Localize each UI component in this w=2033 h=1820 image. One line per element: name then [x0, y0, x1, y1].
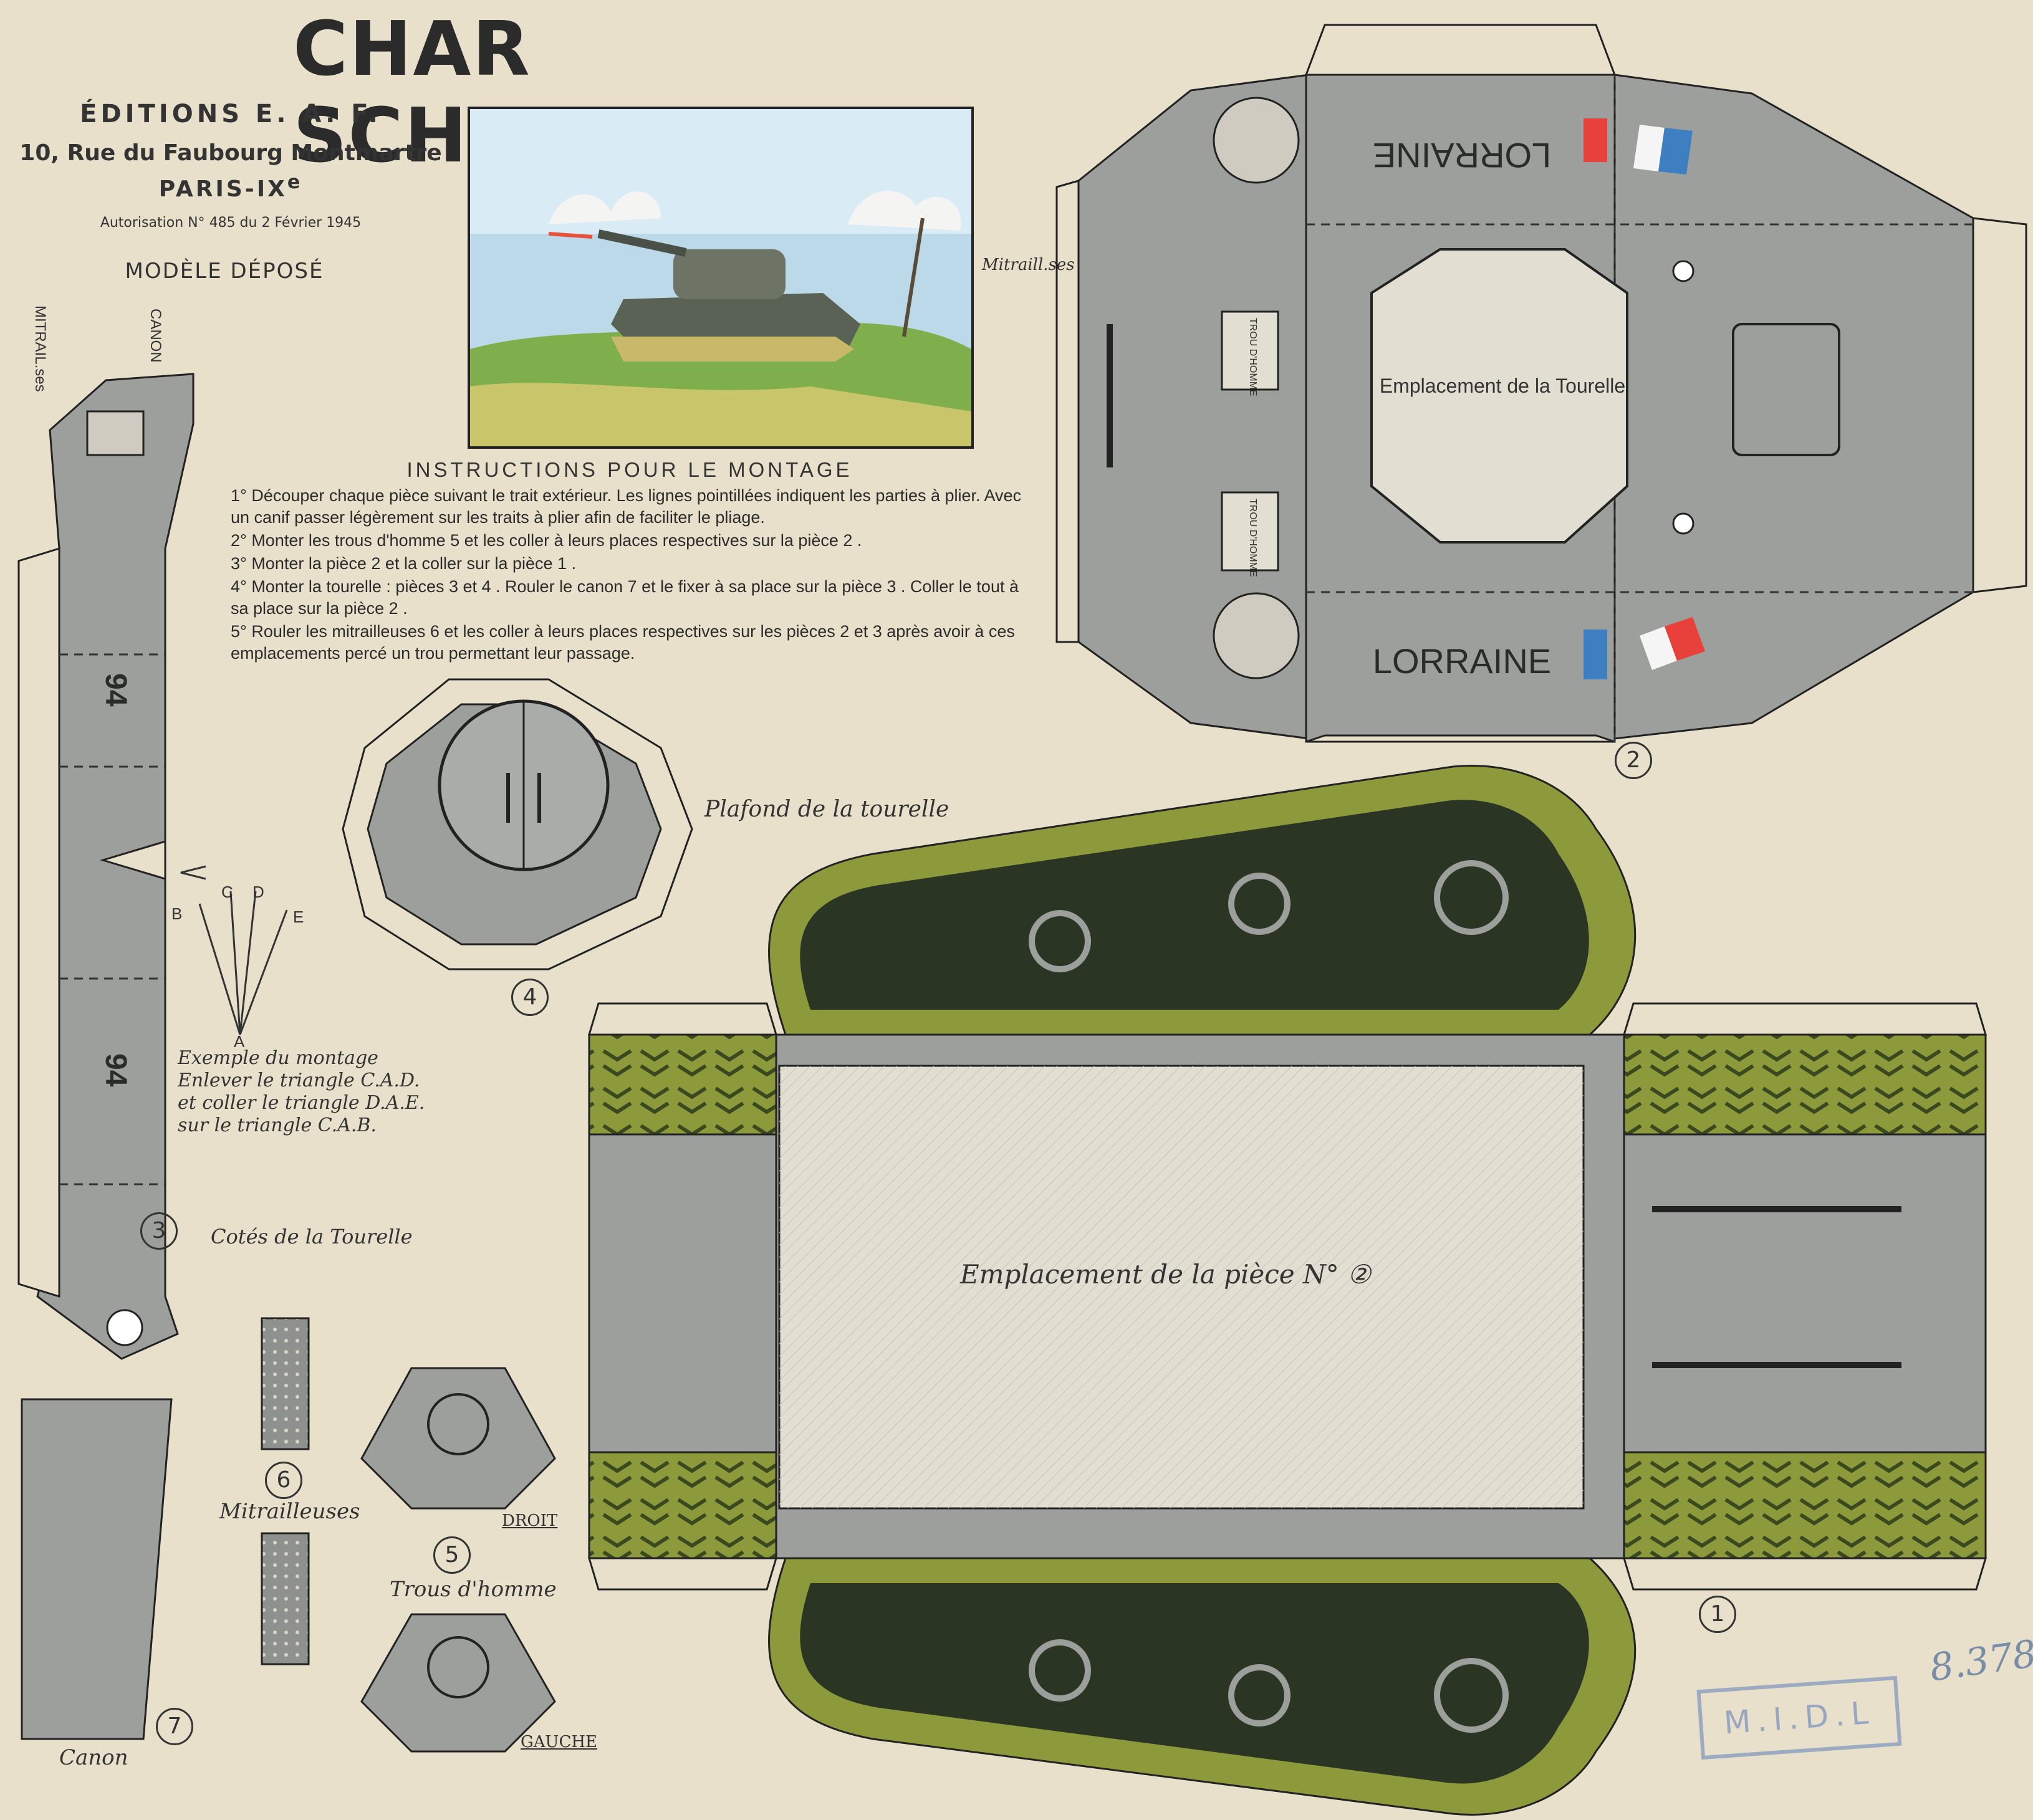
instructions-list: 1° Découper chaque pièce suivant le trai… — [231, 485, 1022, 666]
triangle-example — [180, 865, 288, 1035]
side-number-1: 94 — [99, 673, 132, 707]
piece-7-cannon — [21, 1398, 173, 1740]
instruction-step: 4° Monter la tourelle : pièces 3 et 4 . … — [231, 577, 1019, 618]
piece-number-1: 1 — [1699, 1596, 1736, 1633]
left-label: GAUCHE — [521, 1733, 598, 1751]
example-line: sur le triangle C.A.B. — [178, 1114, 377, 1136]
triangle-letter-e: E — [293, 908, 304, 926]
piece-number-6: 6 — [265, 1462, 302, 1499]
piece-6-machine-guns — [261, 1317, 310, 1665]
triangle-letter-b: B — [171, 904, 182, 923]
turret-roof-label: Plafond de la tourelle — [704, 797, 949, 822]
authorisation-note: Autorisation N° 485 du 2 Février 1945 — [100, 215, 362, 231]
piece-number-7: 7 — [156, 1708, 193, 1745]
right-label: DROIT — [502, 1511, 558, 1530]
turret-location-label: Emplacement de la Tourelle — [1380, 375, 1625, 397]
instruction-step: 2° Monter les trous d'homme 5 et les col… — [231, 531, 862, 550]
triangle-letter-c: C — [221, 883, 233, 901]
piece-number-5: 5 — [433, 1536, 471, 1574]
manholes-label: Trous d'homme — [390, 1577, 557, 1602]
machine-gun-label-top: Mitraill.ses — [982, 256, 1075, 274]
piece-5-manholes — [360, 1367, 556, 1753]
example-line: et coller le triangle D.A.E. — [178, 1092, 425, 1114]
triangle-letter-a: A — [234, 1032, 245, 1051]
cannon-label: Canon — [59, 1745, 128, 1770]
publisher-name: ÉDITIONS E. A. F. — [80, 100, 382, 128]
piece-number-3: 3 — [140, 1212, 178, 1250]
manhole-label-2: TROU D'HOMME — [1247, 499, 1258, 577]
piece-4-turret-roof — [342, 678, 693, 970]
example-line: Enlever le triangle C.A.D. — [178, 1070, 420, 1091]
lorraine-label-top: LORRAINE — [1373, 136, 1551, 175]
machine-guns-label: Mitrailleuses — [219, 1499, 360, 1524]
cannon-vertical-label: CANON — [147, 309, 164, 363]
example-line: Exemple du montage — [178, 1047, 378, 1069]
piece-3-turret-sides — [17, 373, 195, 1360]
piece-1-hull-tracks — [587, 765, 1987, 1816]
instruction-step: 3° Monter la pièce 2 et la coller sur la… — [231, 554, 577, 573]
lorraine-label-bottom: LORRAINE — [1373, 641, 1551, 681]
model-note: MODÈLE DÉPOSÉ — [125, 259, 324, 284]
manhole-label-1: TROU D'HOMME — [1247, 318, 1258, 396]
machine-gun-vertical-label: MITRAIL.ses — [32, 305, 49, 392]
piece-2-hull-top — [1055, 24, 2027, 743]
piece-number-2: 2 — [1615, 742, 1652, 779]
library-stamp: M.I.D.L — [1696, 1675, 1902, 1760]
piece-number-4: 4 — [511, 979, 549, 1016]
instructions-title: INSTRUCTIONS POUR LE MONTAGE — [406, 458, 853, 481]
turret-sides-label: Cotés de la Tourelle — [211, 1225, 413, 1248]
instruction-step: 5° Rouler les mitrailleuses 6 et les col… — [231, 622, 1015, 663]
side-number-2: 94 — [99, 1053, 132, 1087]
assembly-example-label: Exemple du montage Enlever le triangle C… — [178, 1047, 464, 1137]
piece-2-location-label: Emplacement de la pièce N° ② — [960, 1259, 1371, 1290]
tank-illustration — [468, 107, 974, 449]
publisher-city: PARIS-IXe — [158, 171, 303, 202]
triangle-letter-d: D — [252, 883, 264, 901]
instruction-step: 1° Découper chaque pièce suivant le trai… — [231, 486, 1022, 527]
publisher-street: 10, Rue du Faubourg Montmartre — [19, 140, 442, 166]
